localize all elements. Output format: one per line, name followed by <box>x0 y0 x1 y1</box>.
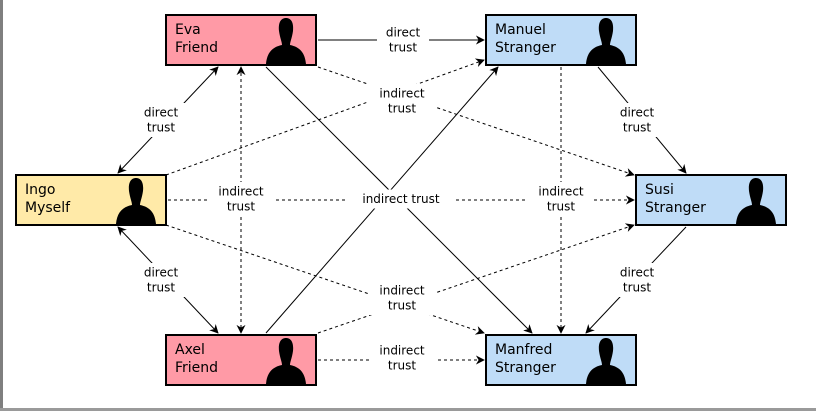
edge-label-background <box>611 103 663 137</box>
edge-label-text: trust <box>227 200 255 214</box>
person-silhouette-icon <box>736 178 776 224</box>
edge-axel-susi-indirect <box>317 223 635 334</box>
edge-label-text: indirect <box>379 87 425 101</box>
node-name: Eva <box>175 22 201 38</box>
edge-label-background <box>347 189 455 209</box>
node-name: Ingo <box>25 182 55 198</box>
node-role: Stranger <box>495 360 556 376</box>
edge-label-text: indirect <box>538 185 584 199</box>
node-name: Susi <box>645 182 674 198</box>
person-silhouette-icon <box>586 18 626 64</box>
left-border <box>0 0 3 411</box>
nodes-layer: EvaFriendManuelStrangerIngoMyselfSusiStr… <box>15 14 787 386</box>
edge-label-ingo-susi: indirect trust <box>347 189 455 209</box>
edge-labels-layer: directtrustdirecttrustdirecttrustdirectt… <box>135 23 663 375</box>
edge-label-text: indirect <box>379 284 425 298</box>
edge-label-text: direct <box>386 26 421 40</box>
node-role: Stranger <box>495 40 556 56</box>
node-role: Stranger <box>645 200 706 216</box>
edge-label-background <box>528 182 594 216</box>
edge-label-background <box>369 341 435 375</box>
edge-label-background <box>611 263 663 297</box>
edge-label-background <box>369 84 435 118</box>
node-name: Axel <box>175 342 205 358</box>
edge-label-text: direct <box>144 106 179 120</box>
node-role: Myself <box>25 200 71 216</box>
edge-label-text: trust <box>147 281 175 295</box>
bottom-border <box>0 408 816 411</box>
edge-label-text: indirect <box>218 185 264 199</box>
person-silhouette-icon <box>586 338 626 384</box>
edge-label-text: indirect <box>379 344 425 358</box>
edge-label-background <box>135 103 187 137</box>
edge-label-text: indirect trust <box>362 192 440 206</box>
edge-label-text: direct <box>620 266 655 280</box>
edge-label-text: direct <box>144 266 179 280</box>
person-silhouette-icon <box>266 18 306 64</box>
edge-label-text: trust <box>147 121 175 135</box>
edge-label-text: direct <box>620 106 655 120</box>
edge-ingo-manuel-indirect <box>165 58 485 176</box>
node-name: Manuel <box>495 22 546 38</box>
node-role: Friend <box>175 360 218 376</box>
person-silhouette-icon <box>266 338 306 384</box>
edge-label-background <box>208 182 274 216</box>
edge-label-background <box>135 263 187 297</box>
person-silhouette-icon <box>116 178 156 224</box>
edge-label-background <box>369 281 435 315</box>
edge-label-text: trust <box>388 299 416 313</box>
edge-label-text: trust <box>623 281 651 295</box>
edge-label-text: trust <box>388 359 416 373</box>
edge-label-text: trust <box>388 102 416 116</box>
edge-eva-susi-indirect <box>317 66 635 177</box>
node-role: Friend <box>175 40 218 56</box>
edge-label-background <box>377 23 429 57</box>
edge-label-text: trust <box>623 121 651 135</box>
edge-ingo-manfred-indirect <box>165 224 485 335</box>
edge-label-text: trust <box>389 41 417 55</box>
edge-label-text: trust <box>547 200 575 214</box>
node-name: Manfred <box>495 342 552 358</box>
